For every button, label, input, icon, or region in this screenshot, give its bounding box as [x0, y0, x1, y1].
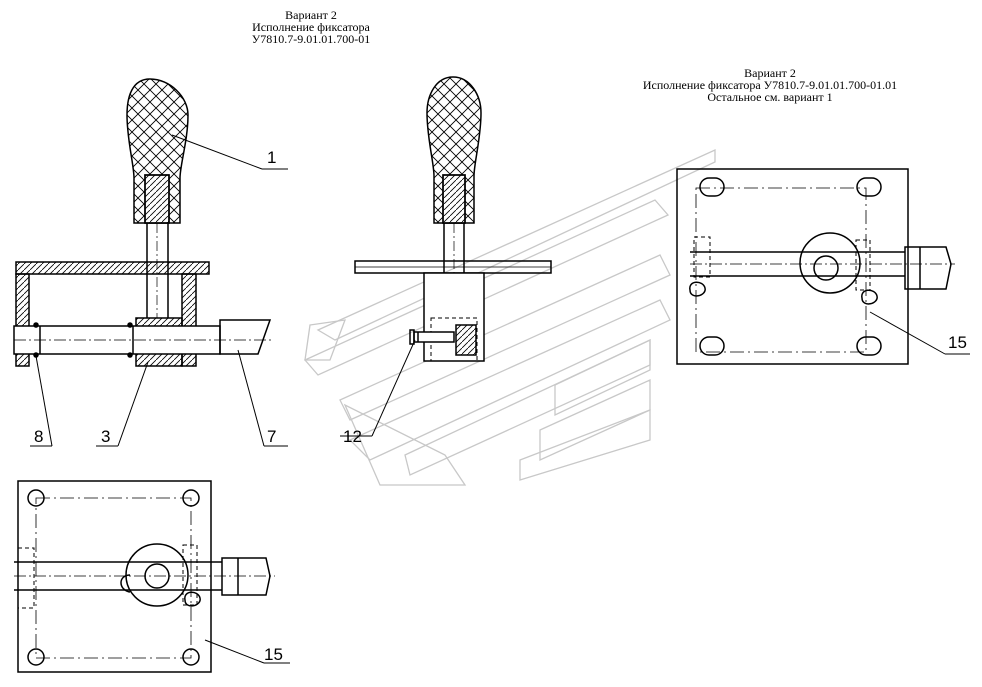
- caption-left-line1: Вариант 2: [285, 8, 337, 22]
- callout-tip: 7: [267, 427, 277, 446]
- bottom-plan-view: [14, 480, 290, 673]
- caption-left-line3: У7810.7-9.01.01.700-01: [251, 32, 371, 46]
- caption-right: Вариант 2 Исполнение фиксатора У7810.7-9…: [620, 67, 920, 103]
- callout-pin: 8: [34, 427, 44, 446]
- callout-bushing: 3: [101, 427, 111, 446]
- caption-left-line2: Исполнение фиксатора: [252, 20, 370, 34]
- caption-left: Вариант 2 Исполнение фиксатора У7810.7-9…: [236, 9, 386, 45]
- left-side-view: [13, 78, 288, 447]
- callout-base-top-right: 15: [948, 333, 967, 352]
- center-section-view: [340, 76, 552, 437]
- caption-right-line2: Исполнение фиксатора У7810.7-9.01.01.700…: [642, 78, 898, 92]
- caption-right-line1: Вариант 2: [744, 66, 796, 80]
- callout-base-bottom-left: 15: [264, 645, 283, 664]
- right-plan-view: [676, 168, 970, 365]
- callout-handle: 1: [267, 148, 277, 167]
- watermark-logo: [303, 148, 716, 486]
- caption-right-line3: Остальное см. вариант 1: [707, 90, 833, 104]
- detent-tip: [219, 319, 272, 355]
- handle-knob: [126, 78, 189, 224]
- callout-screw: 12: [343, 427, 362, 446]
